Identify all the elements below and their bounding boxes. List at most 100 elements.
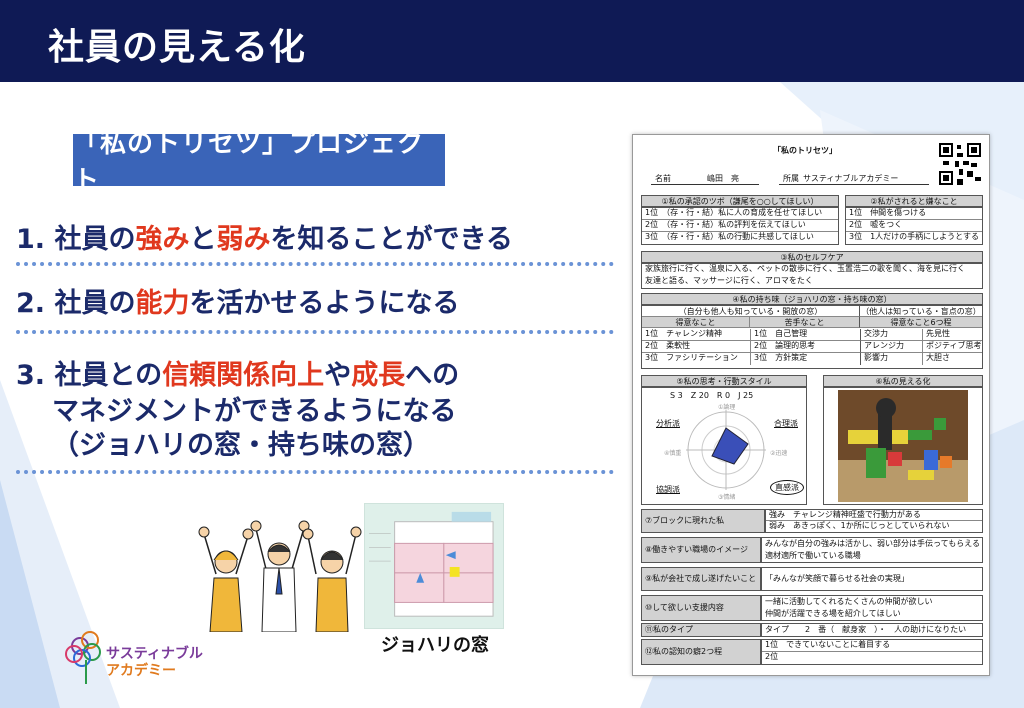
name-value: 嶋田 亮 (707, 174, 739, 183)
divider (16, 262, 614, 266)
list-item: 弱み あきっぽく、1か所にじっとしていられない (769, 521, 950, 530)
list-item: 1位 できていないことに着目する (762, 640, 982, 652)
section-3-header: ③私のセルフケア (641, 251, 983, 263)
section-7-box: 強み チャレンジ精神旺盛で行動力がある 弱み あきっぽく、1か所にじっとしていら… (765, 509, 983, 533)
list-item: 2位 柔軟性 (642, 341, 750, 353)
list-item: 2位 （存・行・結）私の評判を伝えてほしい (642, 220, 838, 232)
list-item: 友達と語る、マッサージに行く、アロマをたく (645, 276, 813, 285)
radar-label: ③情緒 (718, 494, 736, 501)
point-1: 1. 社員の強みと弱みを知ることができる (16, 222, 513, 257)
axis-rational: 合理派 (774, 419, 798, 428)
list-item: 2位 (765, 652, 779, 661)
section-7-label: ⑦ブロックに現れた私 (641, 509, 765, 533)
section-6-header: ⑥私の見える化 (823, 375, 983, 387)
section-2-box: 1位 仲間を傷つける 2位 嘘をつく 3位 1人だけの手柄にしようとする (845, 207, 983, 245)
list-item: 1位 自己管理 (750, 329, 860, 341)
sustainable-academy-logo (65, 631, 101, 684)
radar-label: ④慎重 (664, 450, 682, 457)
johari-window-diagram (364, 503, 504, 629)
list-item: 家族旅行に行く、温泉に入る、ペットの散歩に行く、玉置浩二の歌を聞く、海を見に行く (645, 264, 965, 273)
good-header: 得意なこと (642, 317, 750, 328)
list-item: 3位 方針策定 (750, 353, 860, 365)
list-item: 1位 （存・行・結）私に人の育成を任せてほしい (642, 208, 838, 220)
point-3-text-b: や (324, 360, 352, 391)
section-6-box (823, 387, 983, 505)
list-item: 3位 （存・行・結）私の行動に共感してほしい (645, 232, 814, 241)
section-5-header: ⑤私の思考・行動スタイル (641, 375, 807, 387)
point-1-emphasis-b: 弱み (216, 224, 271, 255)
list-item: 2位 論理的思考 (750, 341, 860, 353)
list-item: 交渉力 (860, 329, 922, 341)
list-item: 「みんなが笑顔で暮らせる社会の実現」 (765, 574, 909, 583)
radar-label: ②迅速 (770, 450, 788, 457)
point-3-text-c: への (405, 360, 460, 391)
page-title: 社員の見える化 (48, 27, 306, 68)
point-3-emphasis-b: 成長 (351, 360, 406, 391)
radar-label: ①論理 (718, 404, 736, 411)
point-2: 2. 社員の能力を活かせるようになる (16, 286, 459, 321)
style-scores: S 3 Z 20 R 0 J 25 (670, 391, 754, 400)
bad-header: 苦手なこと (750, 317, 860, 328)
section-10-box: 一緒に活動してくれるたくさんの仲間が欲しい 仲間が活躍できる場を紹介してほしい (761, 595, 983, 621)
list-item: 1位 チャレンジ精神 (642, 329, 750, 341)
section-4-box: （自分も他人も知っている・開放の窓） （他人は知っている・盲点の窓） 得意なこと… (641, 305, 983, 369)
point-1-text-a: 社員の (54, 224, 136, 255)
point-1-emphasis-a: 強み (135, 224, 190, 255)
section-4-header: ④私の持ち味（ジョハリの窓・持ち味の窓） (641, 293, 983, 305)
axis-cooperative: 協調派 (656, 485, 680, 494)
section-9-box: 「みんなが笑顔で暮らせる社会の実現」 (761, 567, 983, 591)
list-item: 先見性 (922, 329, 982, 341)
section-11-label: ⑪私のタイプ (641, 623, 761, 637)
list-item: 一緒に活動してくれるたくさんの仲間が欲しい (765, 597, 933, 606)
good6-header: 得意なこと6つ程 (860, 317, 982, 328)
logo-line-1: サスティナブル (106, 646, 203, 662)
point-2-number: 2. (16, 288, 46, 319)
project-tag: 「私のトリセツ」プロジェクト (73, 129, 445, 196)
section-3-box: 家族旅行に行く、温泉に入る、ペットの散歩に行く、玉置浩二の歌を聞く、海を見に行く… (641, 263, 983, 289)
list-item: 適材適所で働いている職場 (765, 551, 861, 560)
list-item: 1位 仲間を傷つける (846, 208, 982, 220)
section-1-header: ①私の承認のツボ（謙尾を○○してほしい） (641, 195, 839, 207)
name-label: 名前 (655, 174, 671, 183)
section-11-box: タイプ 2 番（ 献身家 ）・ 人の助けになりたい (761, 623, 983, 637)
johari-caption: ジョハリの窓 (381, 635, 489, 656)
section-2-header: ②私がされると嫌なこと (845, 195, 983, 207)
list-item: みんなが自分の強みは活かし、弱い部分は手伝ってもらえる (765, 539, 980, 548)
point-1-text-c: を知ることができる (270, 224, 513, 255)
point-3-emphasis-a: 信頼関係向上 (162, 360, 325, 391)
point-3-text-a: 社員との (54, 360, 163, 391)
list-item: 3位 1人だけの手柄にしようとする (849, 232, 979, 241)
section-8-box: みんなが自分の強みは活かし、弱い部分は手伝ってもらえる 適材適所で働いている職場 (761, 537, 983, 563)
list-item: 大胆さ (922, 353, 982, 365)
section-12-box: 1位 できていないことに着目する 2位 (761, 639, 983, 665)
axis-intuitive: 直感派 (770, 480, 804, 495)
point-2-text-b: を活かせるようになる (189, 288, 460, 319)
cheering-people-illustration (198, 520, 362, 632)
point-1-text-b: と (189, 224, 217, 255)
divider (16, 470, 614, 474)
section-12-label: ⑫私の認知の癖2つ程 (641, 639, 761, 665)
section-8-label: ⑧働きやすい職場のイメージ (641, 537, 761, 563)
style-radar-chart (686, 410, 766, 490)
point-3: 3. 社員との信頼関係向上や成長への (16, 358, 459, 393)
blind-window-title: （他人は知っている・盲点の窓） (860, 307, 982, 317)
list-item: ポジティブ思考 (922, 341, 982, 353)
point-3-line-3: （ジョハリの窓・持ち味の窓） (52, 430, 430, 461)
section-5-box: S 3 Z 20 R 0 J 25 ①論理 ②迅速 ③情緒 ④慎重 分析派 合理… (641, 387, 807, 505)
section-10-label: ⑩して欲しい支援内容 (641, 595, 761, 621)
affiliation-label: 所属 (783, 174, 799, 183)
block-photo (838, 390, 968, 502)
axis-analytic: 分析派 (656, 419, 680, 428)
point-3-number: 3. (16, 360, 46, 391)
logo-text: サスティナブル アカデミー (106, 646, 203, 680)
title-bar: 社員の見える化 (0, 0, 1024, 82)
qr-code-icon (939, 143, 981, 185)
list-item: 仲間が活躍できる場を紹介してほしい (765, 609, 901, 618)
list-item: 影響力 (860, 353, 922, 365)
list-item: タイプ 2 番（ 献身家 ）・ 人の助けになりたい (765, 625, 967, 634)
list-item: アレンジ力 (860, 341, 922, 353)
logo-line-2: アカデミー (106, 663, 176, 679)
affiliation-value: サスティナブルアカデミー (803, 174, 899, 183)
divider (16, 330, 614, 334)
